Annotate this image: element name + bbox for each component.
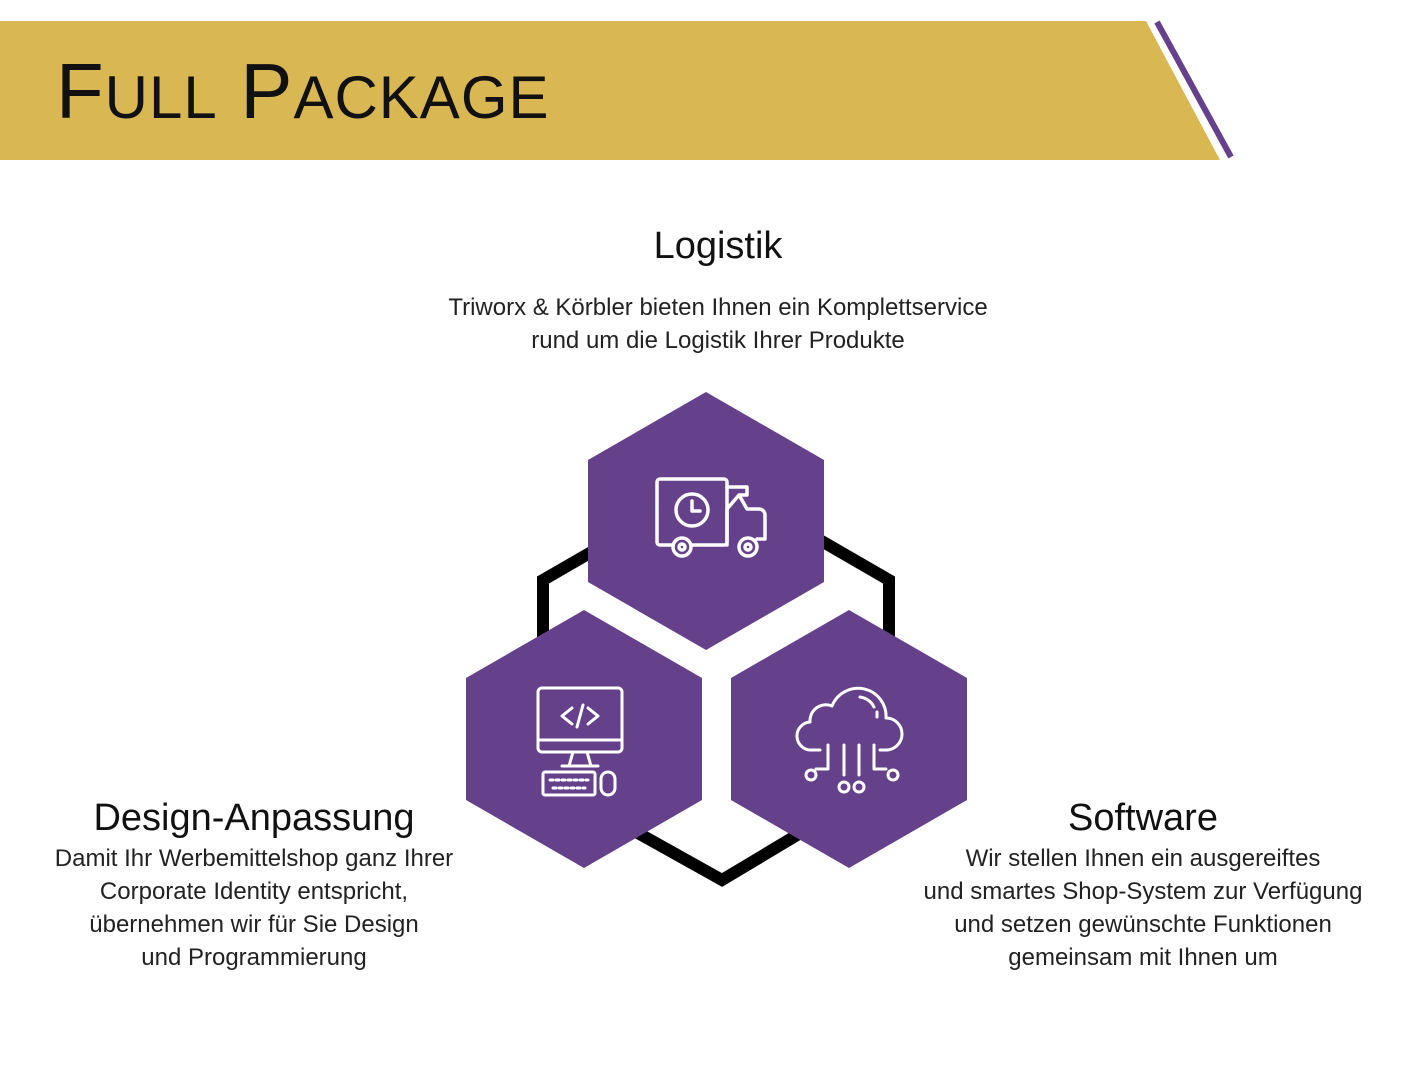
banner-accent-line <box>1154 20 1234 159</box>
hexagon-design <box>466 610 702 868</box>
logistik-heading: Logistik <box>653 225 783 267</box>
software-text: Wir stellen Ihnen ein ausgereiftes und s… <box>923 845 1363 971</box>
cloud-network-icon <box>795 686 904 794</box>
title-banner <box>0 20 1234 160</box>
design-heading: Design-Anpassung <box>93 797 415 839</box>
outline-hexagon <box>537 473 895 887</box>
hexagon-logistik <box>588 392 824 650</box>
page-title: FULL PACKAGE <box>56 47 550 135</box>
hexagon-software <box>731 610 967 868</box>
design-text: Damit Ihr Werbemittelshop ganz Ihrer Cor… <box>54 845 454 971</box>
software-heading: Software <box>1068 797 1218 839</box>
logistik-text: Triworx & Körbler bieten Ihnen ein Kompl… <box>448 294 988 354</box>
banner-shape <box>0 21 1220 160</box>
computer-code-icon <box>536 686 624 797</box>
delivery-truck-clock-icon <box>655 477 767 558</box>
